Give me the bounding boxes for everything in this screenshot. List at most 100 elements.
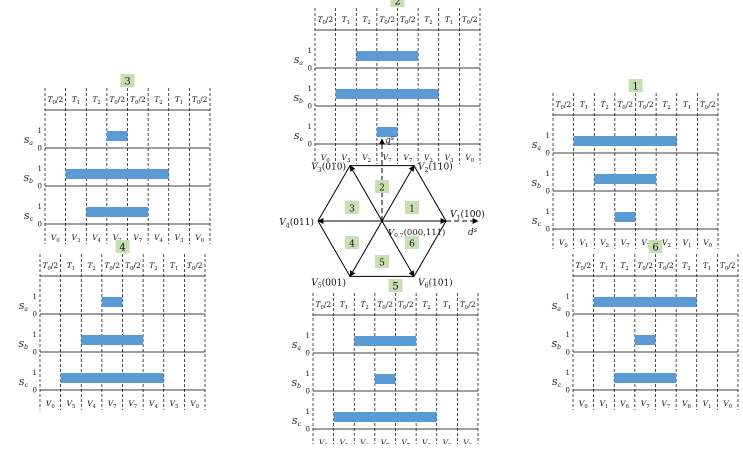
level-zero-label: 0 bbox=[38, 145, 42, 153]
switch-label-a: Sa bbox=[532, 141, 542, 152]
time-label: T2 bbox=[620, 261, 628, 272]
time-label: T0/2 bbox=[700, 100, 716, 111]
level-zero-label: 0 bbox=[33, 311, 37, 319]
switch-label-a: Sa bbox=[19, 302, 29, 313]
time-label: T1 bbox=[67, 261, 75, 272]
vector-label: V0 bbox=[319, 438, 328, 444]
vector-label: V0 bbox=[463, 438, 472, 444]
hex-sector-label: 3 bbox=[349, 205, 355, 215]
hex-sector-label: 4 bbox=[349, 240, 355, 250]
level-zero-label: 0 bbox=[33, 387, 37, 395]
time-label: T1 bbox=[580, 100, 588, 111]
vector-label: V6 bbox=[620, 399, 629, 410]
vector-label: V3 bbox=[72, 233, 81, 244]
vector-label: V3 bbox=[342, 153, 351, 164]
vector-label: V7 bbox=[641, 399, 650, 410]
zero-vector-label: V0,7(000,111) bbox=[388, 227, 445, 239]
vector-label: V5 bbox=[67, 399, 76, 410]
time-label: T0/2 bbox=[187, 261, 203, 272]
level-one-label: 1 bbox=[33, 331, 37, 339]
switch-pulse-b bbox=[65, 169, 169, 179]
level-one-label: 1 bbox=[33, 293, 37, 301]
switch-pulse-b bbox=[634, 335, 656, 345]
vector-label: V2 bbox=[362, 153, 371, 164]
switch-label-b: Sb bbox=[23, 174, 33, 185]
switch-label-c: Sc bbox=[24, 212, 34, 223]
sector-badge bbox=[388, 279, 403, 292]
vector-label: V0 bbox=[579, 399, 588, 410]
switch-pulse-a bbox=[593, 297, 697, 307]
time-label: T1 bbox=[445, 15, 453, 26]
level-zero-label: 0 bbox=[566, 387, 570, 395]
level-one-label: 1 bbox=[306, 370, 310, 378]
hex-sector-badge bbox=[375, 255, 389, 268]
level-one-label: 1 bbox=[308, 85, 312, 93]
time-label: T0/2 bbox=[47, 95, 63, 106]
level-zero-label: 0 bbox=[308, 141, 312, 149]
level-zero-label: 0 bbox=[308, 103, 312, 111]
vertex-label-6: V6(101) bbox=[418, 277, 453, 289]
time-label: T0/2 bbox=[379, 15, 395, 26]
level-one-label: 1 bbox=[566, 293, 570, 301]
switch-pulse-c bbox=[333, 412, 437, 422]
switch-label-b: Sb bbox=[293, 94, 303, 105]
switch-label-a: Sa bbox=[294, 56, 304, 67]
vector-label: V5 bbox=[340, 438, 349, 444]
time-label: T1 bbox=[340, 300, 348, 311]
sector-badge-label: 2 bbox=[394, 0, 400, 8]
vector-label: V0 bbox=[703, 238, 712, 249]
vector-label: V7 bbox=[621, 238, 630, 249]
switch-pulse-b bbox=[335, 89, 439, 99]
time-label: T0/2 bbox=[192, 95, 208, 106]
hex-sector-label: 2 bbox=[379, 184, 385, 194]
vector-label: V1 bbox=[600, 399, 609, 410]
switch-label-c: Sc bbox=[532, 217, 542, 228]
vector-label: V5 bbox=[443, 438, 452, 444]
switch-pulse-c bbox=[86, 207, 149, 217]
vector-label: V6 bbox=[422, 438, 431, 444]
switch-label-b: Sb bbox=[18, 340, 28, 351]
time-label: T0/2 bbox=[575, 261, 591, 272]
switch-pulse-b bbox=[594, 174, 657, 184]
vector-label: V0 bbox=[465, 153, 474, 164]
time-label: T0/2 bbox=[658, 261, 674, 272]
time-label: T2 bbox=[87, 261, 95, 272]
q-axis-label: qs bbox=[385, 134, 395, 146]
level-one-label: 1 bbox=[306, 332, 310, 340]
time-label: T0/2 bbox=[617, 100, 633, 111]
time-label: T2 bbox=[424, 15, 432, 26]
switch-label-c: Sc bbox=[19, 378, 29, 389]
time-label: T2 bbox=[422, 300, 430, 311]
vector-label: V0 bbox=[51, 233, 60, 244]
time-label: T0/2 bbox=[125, 261, 141, 272]
level-zero-label: 0 bbox=[306, 426, 310, 434]
vector-label: V6 bbox=[360, 438, 369, 444]
level-zero-label: 0 bbox=[306, 388, 310, 396]
switch-pulse-c bbox=[614, 212, 636, 222]
vector-label: V0 bbox=[190, 399, 199, 410]
switch-pulse-a bbox=[101, 297, 123, 307]
switch-label-c: Sc bbox=[292, 417, 302, 428]
level-zero-label: 0 bbox=[38, 221, 42, 229]
time-label: T1 bbox=[443, 300, 451, 311]
time-label: T0/2 bbox=[555, 100, 571, 111]
switch-label-a: Sa bbox=[24, 136, 34, 147]
level-one-label: 1 bbox=[546, 132, 550, 140]
time-label: T1 bbox=[342, 15, 350, 26]
level-zero-label: 0 bbox=[308, 65, 312, 73]
time-label: T0/2 bbox=[462, 15, 478, 26]
vector-label: V2 bbox=[662, 238, 671, 249]
time-label: T2 bbox=[362, 15, 370, 26]
time-label: T2 bbox=[154, 95, 162, 106]
level-zero-label: 0 bbox=[566, 349, 570, 357]
time-label: T2 bbox=[662, 100, 670, 111]
switching-panel-sector-5: 5T0/2T1T2T0/2T0/2T2T1T0/210Sa10Sb10ScV0V… bbox=[291, 279, 479, 449]
vector-label: V1 bbox=[683, 238, 692, 249]
level-zero-label: 0 bbox=[546, 150, 550, 158]
level-one-label: 1 bbox=[33, 369, 37, 377]
time-label: T1 bbox=[72, 95, 80, 106]
vector-label: V6 bbox=[682, 399, 691, 410]
